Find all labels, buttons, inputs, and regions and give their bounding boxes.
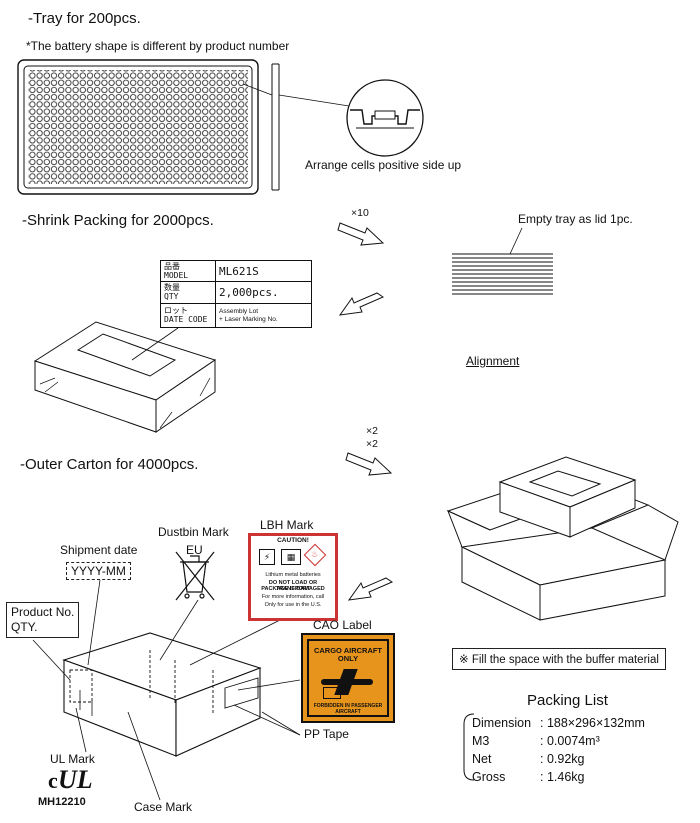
qty-value: 2,000pcs. <box>219 286 279 299</box>
packing-value: : 0.0074m³ <box>540 734 600 748</box>
shrink-pack-box <box>33 321 217 433</box>
lbh-line3: PACKAGE IF DAMAGED <box>261 586 325 592</box>
qty-label: QTY. <box>11 620 38 634</box>
shrink-section-title: -Shrink Packing for 2000pcs. <box>22 212 214 229</box>
closed-carton <box>62 632 262 757</box>
date-value-line1: Assembly Lot <box>219 308 259 315</box>
empty-tray-label: Empty tray as lid 1pc. <box>518 212 633 226</box>
shipment-date-label: Shipment date <box>60 543 138 557</box>
packing-key: Net <box>472 752 492 766</box>
lbh-caution: CAUTION! <box>277 537 309 544</box>
lbh-label: CAUTION! ⚡ ▦ ♨ Lithium metal batteries D… <box>248 533 338 621</box>
cao-line2: ONLY <box>337 654 359 663</box>
packing-key: Gross <box>472 770 506 784</box>
cao-line1: CARGO AIRCRAFT <box>313 646 383 655</box>
packing-value: : 188×296×132mm <box>540 716 645 730</box>
dustbin-icon <box>175 551 215 601</box>
svg-text:UL: UL <box>58 765 93 794</box>
open-carton <box>446 456 679 621</box>
alignment-label: Alignment <box>466 354 520 368</box>
cargo-plane-icon <box>321 667 373 699</box>
times-ten-label: ×10 <box>351 207 369 219</box>
tray-side-profile <box>242 63 350 191</box>
qty-key: QTY <box>164 292 179 301</box>
model-key: MODEL <box>164 271 189 280</box>
packing-value: : 0.92kg <box>540 752 585 766</box>
date-value-line2: + Laser Marking No. <box>219 316 278 323</box>
model-value: ML621S <box>219 265 259 278</box>
lbh-line2: DO NOT LOAD OR TRANSPORT <box>268 580 318 592</box>
tray-shape-note: *The battery shape is different by produ… <box>26 39 290 53</box>
fire-diamond-icon: ♨ <box>303 543 327 567</box>
date-key-jp: ロット <box>164 306 188 315</box>
dustbin-mark-label: Dustbin Mark <box>158 525 229 539</box>
arrow-back-to-pack <box>338 292 385 316</box>
shrink-pack-label: 品番 MODEL ML621S 数量 QTY 2,000pcs. ロット DAT… <box>160 260 312 328</box>
model-key-jp: 品番 <box>164 262 180 271</box>
lbh-line4: For more information, call <box>261 594 325 600</box>
packing-key: M3 <box>472 734 490 748</box>
packing-list-title: Packing List <box>527 692 608 709</box>
product-qty-box: Product No. QTY. <box>6 602 80 638</box>
battery-icon: ⚡ <box>259 549 275 565</box>
qty-key-jp: 数量 <box>164 283 180 292</box>
arrow-to-stack <box>337 222 385 246</box>
lbh-line1: Lithium metal batteries <box>265 572 321 578</box>
outer-section-title: -Outer Carton for 4000pcs. <box>20 456 199 473</box>
packing-value: : 1.46kg <box>540 770 585 784</box>
ul-mark-label: UL Mark <box>50 752 95 766</box>
times-two-label-1: ×2 <box>366 425 378 437</box>
cao-label-title: CAO Label <box>313 618 372 632</box>
tray-stack <box>452 227 553 295</box>
ul-mark-icon: c UL <box>48 765 93 794</box>
lbh-mark-label: LBH Mark <box>260 518 314 532</box>
date-key: DATE CODE <box>164 315 208 324</box>
magnified-cell-detail <box>346 79 424 157</box>
lbh-line5: Only for use in the U.S. <box>264 602 322 608</box>
buffer-material-note: ※ Fill the space with the buffer materia… <box>452 648 666 670</box>
tray-drawing <box>17 59 259 195</box>
case-mark-label: Case Mark <box>134 800 193 814</box>
eu-label: EU <box>186 543 203 557</box>
pp-tape-label: PP Tape <box>304 727 349 741</box>
date-format-box: YYYY-MM <box>66 562 131 580</box>
packing-key: Dimension <box>472 716 532 730</box>
packing-list-bracket <box>463 713 475 781</box>
arrow-back-to-closed <box>347 577 394 601</box>
arrow-to-carton <box>345 452 393 476</box>
leader-lines <box>32 579 301 801</box>
ul-code: MH12210 <box>38 796 86 808</box>
svg-text:c: c <box>48 768 58 793</box>
cao-label: CARGO AIRCRAFT ONLY FORBIDDEN IN PASSENG… <box>301 633 395 723</box>
cao-line3: FORBIDDEN IN PASSENGER AIRCRAFT <box>313 703 383 715</box>
times-two-label-2: ×2 <box>366 438 378 450</box>
lbh-hazard-icons: ⚡ ▦ ♨ <box>259 543 327 567</box>
package-icon: ▦ <box>281 549 301 565</box>
tray-section-title: -Tray for 200pcs. <box>28 10 141 27</box>
arrange-cells-note: Arrange cells positive side up <box>305 158 462 172</box>
product-no-label: Product No. <box>11 605 75 619</box>
